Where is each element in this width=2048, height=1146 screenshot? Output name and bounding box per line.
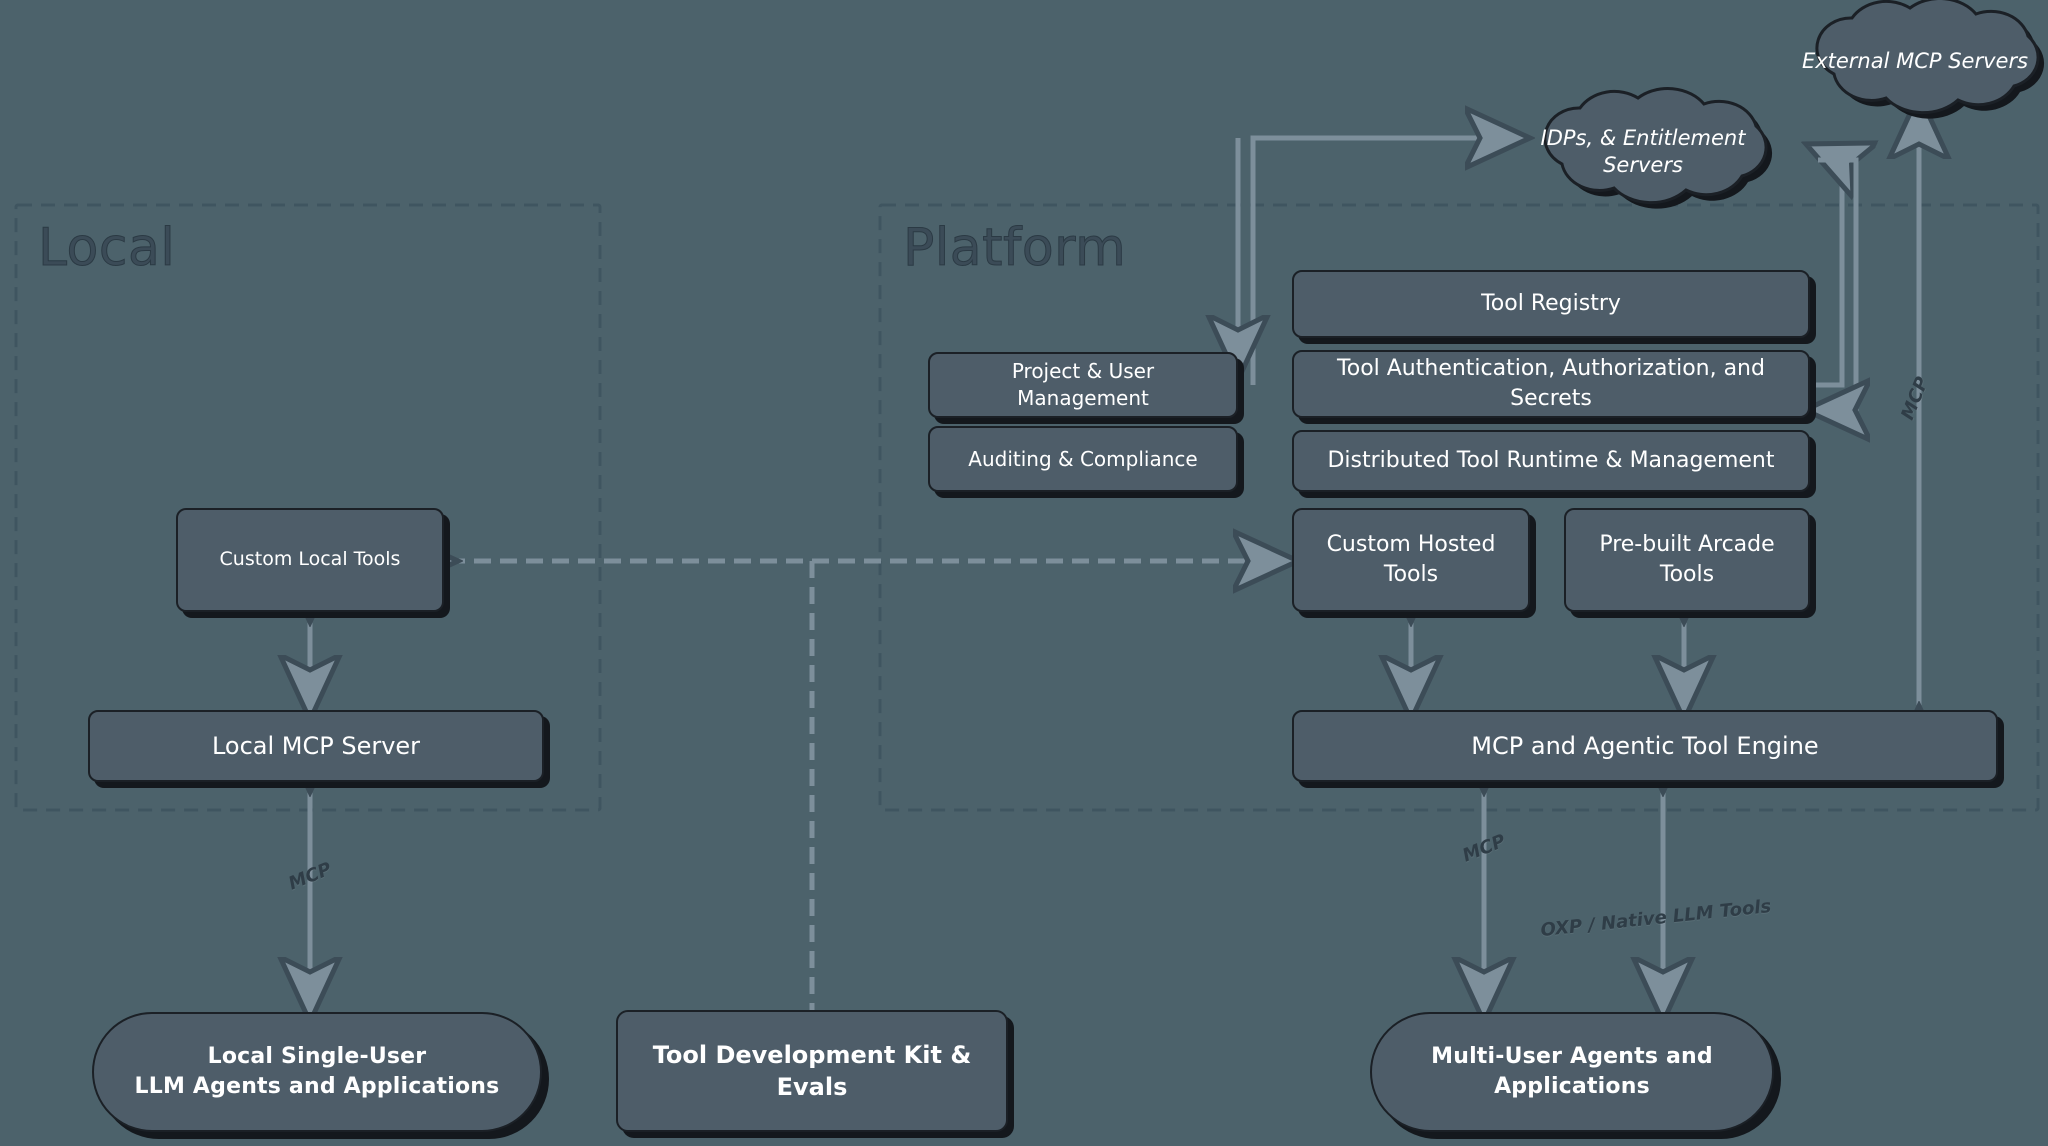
node-distributed-tool-runtime-management[interactable]: Distributed Tool Runtime & Management <box>1292 430 1810 492</box>
node-project-user-management-label: Project & User Management <box>1011 359 1155 410</box>
node-local-single-user-agents-label: Local Single-User LLM Agents and Applica… <box>121 1042 514 1101</box>
node-auditing-compliance[interactable]: Auditing & Compliance <box>928 426 1238 492</box>
external-mcp-servers-cloud-shape <box>1815 0 2045 119</box>
cloud-external-mcp-servers[interactable]: External MCP Servers <box>1780 14 2048 110</box>
cloud-idps-entitlement-servers-label: IDPs, & Entitlement Servers <box>1540 125 1746 177</box>
edge-project-user-management-to-idps <box>1250 138 1520 385</box>
node-local-mcp-server-label: Local MCP Server <box>211 731 421 760</box>
node-local-single-user-agents[interactable]: Local Single-User LLM Agents and Applica… <box>92 1012 542 1132</box>
node-tool-authentication-authorization-secrets-label: Tool Authentication, Authorization, and … <box>1337 356 1765 411</box>
zone-title-platform: Platform <box>902 218 1127 279</box>
node-prebuilt-arcade-tools[interactable]: Pre-built Arcade Tools <box>1564 508 1810 612</box>
cloud-external-mcp-servers-label: External MCP Servers <box>1801 49 2029 74</box>
node-tool-registry-label: Tool Registry <box>1481 291 1621 317</box>
cloud-idps-entitlement-servers[interactable]: IDPs, & Entitlement Servers <box>1508 104 1778 200</box>
local-agents-line-1: Local Single-User <box>207 1044 427 1070</box>
node-local-mcp-server[interactable]: Local MCP Server <box>88 710 544 782</box>
node-tool-registry[interactable]: Tool Registry <box>1292 270 1810 338</box>
node-multi-user-agents-label: Multi-User Agents and Applications <box>1417 1042 1727 1101</box>
node-multi-user-agents[interactable]: Multi-User Agents and Applications <box>1370 1012 1774 1132</box>
node-auditing-compliance-label: Auditing & Compliance <box>968 446 1198 471</box>
multi-user-agents-line-2: Applications <box>1494 1074 1650 1099</box>
node-tool-authentication-authorization-secrets[interactable]: Tool Authentication, Authorization, and … <box>1292 350 1810 418</box>
node-custom-hosted-tools[interactable]: Custom Hosted Tools <box>1292 508 1530 612</box>
local-agents-line-2: LLM Agents and Applications <box>134 1074 500 1099</box>
node-distributed-tool-runtime-management-label: Distributed Tool Runtime & Management <box>1327 448 1775 474</box>
node-mcp-agentic-tool-engine-label: MCP and Agentic Tool Engine <box>1471 731 1819 760</box>
edge-tool-auth-to-idps <box>1810 148 1842 388</box>
edge-idps-to-tool-auth <box>1815 157 1856 410</box>
node-custom-local-tools-label: Custom Local Tools <box>219 548 401 571</box>
zone-title-local: Local <box>37 218 176 279</box>
idps-entitlement-servers-cloud-shape <box>1543 86 1773 209</box>
node-tool-development-kit-label: Tool Development Kit & Evals <box>652 1040 972 1101</box>
node-prebuilt-arcade-tools-label: Pre-built Arcade Tools <box>1599 532 1775 587</box>
node-mcp-agentic-tool-engine[interactable]: MCP and Agentic Tool Engine <box>1292 710 1998 782</box>
node-custom-local-tools[interactable]: Custom Local Tools <box>176 508 444 612</box>
zone-platform-boundary <box>878 203 2040 812</box>
node-tool-development-kit[interactable]: Tool Development Kit & Evals <box>616 1010 1008 1132</box>
multi-user-agents-line-1: Multi-User Agents and <box>1431 1044 1713 1070</box>
node-custom-hosted-tools-label: Custom Hosted Tools <box>1326 532 1496 587</box>
node-project-user-management[interactable]: Project & User Management <box>928 352 1238 418</box>
